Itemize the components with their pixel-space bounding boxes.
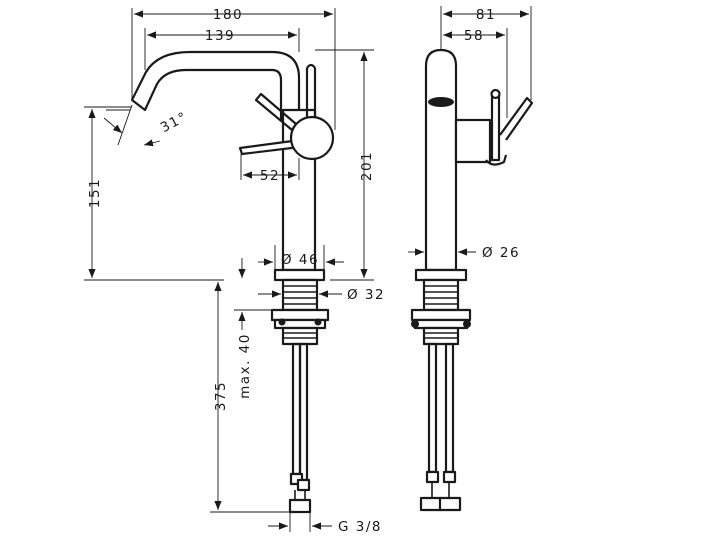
dimension-labels: 180 139 31° 52 151 201 Ø 46 Ø 32 max. 40… (87, 7, 520, 535)
dim-shank-diameter: Ø 32 (347, 287, 385, 303)
front-base-flange (273, 268, 326, 282)
dimension-lines (84, 6, 532, 532)
dim-width-total: 180 (213, 7, 243, 23)
side-base-flange (414, 268, 468, 282)
dim-height-total: 201 (359, 151, 375, 181)
side-lever-knob (490, 88, 501, 100)
dim-side-diameter: Ø 26 (482, 245, 520, 261)
side-lever-rotated (499, 96, 534, 141)
dim-spout-reach: 139 (205, 28, 235, 44)
dim-max-thickness: max. 40 (237, 333, 253, 399)
side-lever-block (454, 118, 492, 164)
side-hoses (419, 342, 462, 512)
dim-angle: 31° (158, 109, 191, 136)
dim-connection: G 3/8 (338, 519, 382, 535)
dim-height-base-to-spout: 151 (87, 178, 103, 208)
dim-hose-length: 375 (213, 381, 229, 411)
front-cartridge (289, 115, 335, 161)
side-aerator (428, 97, 454, 107)
front-fixing-nut (270, 308, 330, 346)
side-threaded-shank (422, 278, 460, 312)
dim-side-depth: 81 (476, 7, 496, 23)
side-column (424, 48, 458, 272)
front-spout (130, 50, 301, 120)
side-lever-stem (490, 94, 501, 162)
dim-body-diameter: Ø 46 (281, 252, 319, 268)
front-lever-up (305, 63, 317, 122)
dim-lever-offset: 52 (260, 168, 280, 184)
front-hoses (288, 342, 312, 514)
front-threaded-shank (281, 278, 319, 312)
dim-side-spout-axis: 58 (464, 28, 484, 44)
side-view (410, 48, 534, 512)
side-fixing-nut (410, 308, 472, 346)
front-view (130, 50, 335, 514)
